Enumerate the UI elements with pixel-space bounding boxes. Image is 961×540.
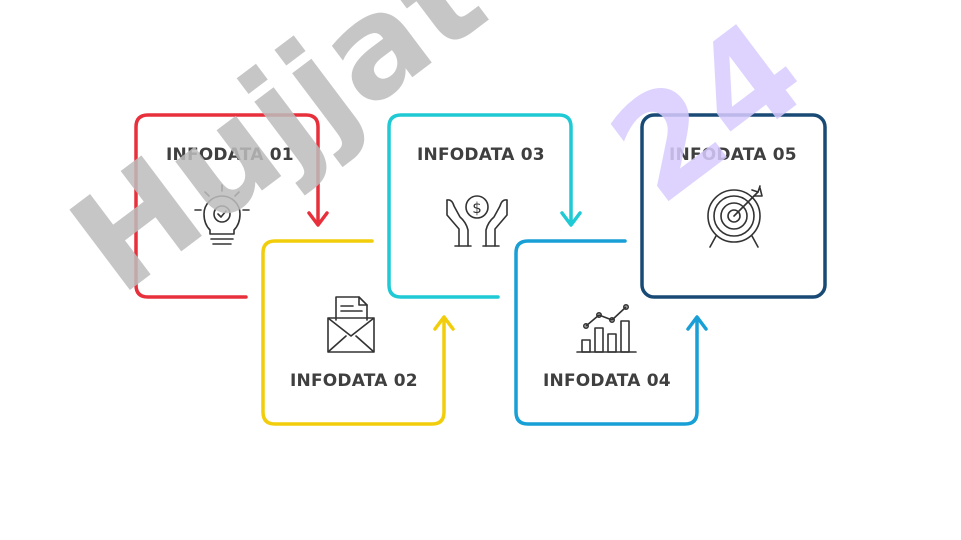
step-03-label: INFODATA 03 — [417, 145, 545, 165]
hands-coin-icon: $ — [446, 195, 508, 247]
step-04-label: INFODATA 04 — [543, 371, 671, 391]
step-01-frame — [134, 113, 320, 299]
step-02-frame — [261, 239, 446, 426]
step-01-label: INFODATA 01 — [166, 145, 294, 165]
step-03-frame — [387, 113, 573, 299]
step-04-arrowhead — [686, 315, 708, 331]
step-03-arrowhead — [560, 211, 582, 227]
step-05-frame — [640, 113, 827, 299]
bar-chart-growth-icon — [576, 303, 637, 353]
step-04-frame — [514, 239, 699, 426]
step-05-label: INFODATA 05 — [669, 145, 797, 165]
step-02-arrowhead — [433, 315, 455, 331]
step-01-arrowhead — [307, 211, 329, 227]
target-arrow-icon — [707, 185, 763, 248]
envelope-letter-icon — [327, 296, 375, 353]
lightbulb-check-icon — [194, 184, 250, 245]
step-02-label: INFODATA 02 — [290, 371, 418, 391]
svg-text:$: $ — [472, 199, 482, 217]
